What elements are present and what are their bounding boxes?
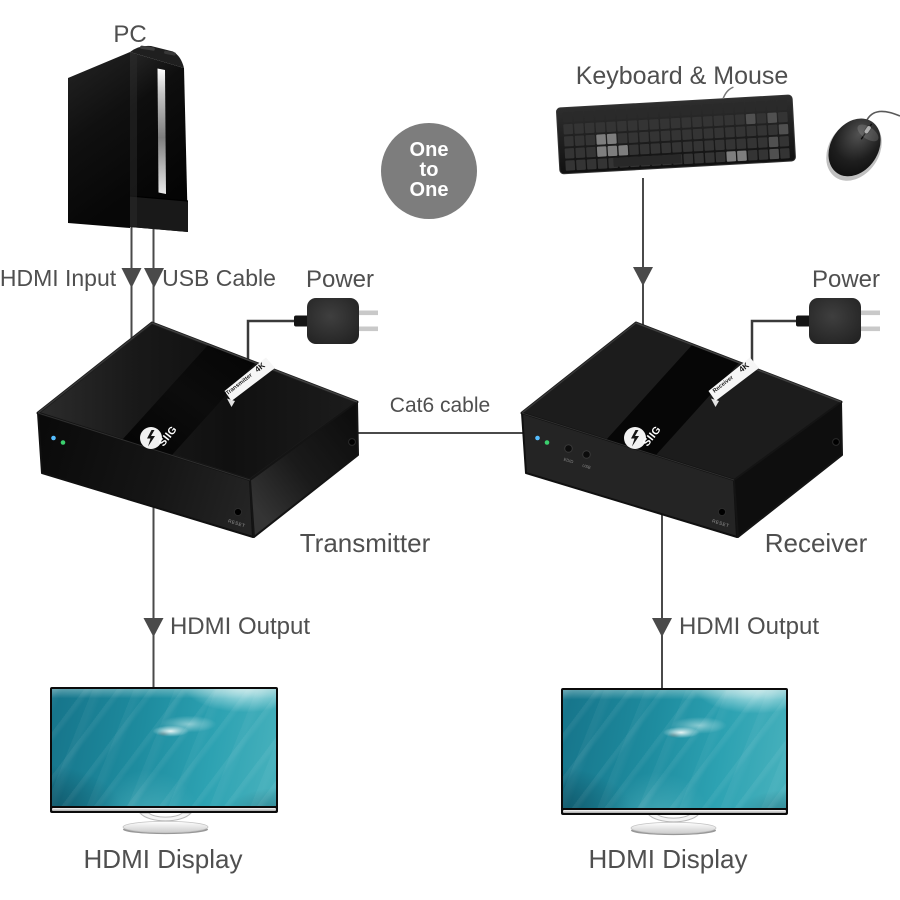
keyboard-cable (722, 86, 734, 100)
led-green (60, 440, 66, 445)
power-label-right: Power (812, 266, 880, 293)
power-adapter-right (796, 298, 880, 344)
connector-lines (130, 178, 798, 689)
pc-label: PC (113, 21, 146, 48)
arrow-down-icon (633, 267, 653, 286)
hdmi-display-label-left: HDMI Display (84, 844, 243, 874)
display-screen-underwater (563, 690, 786, 808)
badge-line-1: One (410, 139, 449, 161)
receiver-device: 4K Receiver SIIG EDID USB RESET (520, 321, 843, 538)
arrow-down-icon (144, 268, 164, 288)
usb-label: USB (582, 463, 592, 470)
usb-button (582, 450, 591, 459)
display-bottom-bezel (52, 808, 276, 811)
pc-tower (68, 45, 189, 232)
badge-line-2: to (420, 159, 439, 181)
transmitter-label: Transmitter (300, 528, 431, 558)
power-cable-left (246, 319, 295, 372)
mouse-cable (865, 110, 900, 123)
arrowheads (121, 267, 672, 637)
reset-button (717, 507, 727, 517)
keyboard-mouse-label: Keyboard & Mouse (576, 62, 789, 90)
ribbon-receiver: 4K Receiver (708, 357, 759, 407)
hdmi-output-label-right: HDMI Output (679, 613, 819, 640)
led-blue (535, 435, 540, 441)
hdmi-display-left (50, 687, 278, 813)
edid-label: EDID (563, 457, 574, 465)
monitor-stand-right (630, 813, 717, 836)
cat6-label: Cat6 cable (390, 394, 490, 417)
port-hole (832, 438, 840, 446)
one-to-one-badge: One to One (381, 123, 477, 219)
arrow-down-icon (143, 618, 164, 637)
hdmi-output-label-left: HDMI Output (170, 613, 310, 640)
gloss-band (122, 345, 255, 455)
pc-drive-bezel (157, 68, 166, 194)
arrow-down-icon (652, 618, 672, 637)
power-adapter-left (294, 298, 378, 344)
gloss-band (606, 345, 739, 455)
keyboard (556, 86, 796, 175)
led-blue (51, 435, 56, 441)
receiver-label: Receiver (765, 528, 868, 558)
reset-label: RESET (227, 518, 246, 528)
hdmi-display-label-right: HDMI Display (589, 844, 748, 874)
mouse-scroll-wheel (863, 125, 872, 135)
cat6-port (348, 438, 356, 446)
led-green (544, 440, 550, 445)
hdmi-input-label: HDMI Input (0, 265, 117, 291)
arrow-down-icon (121, 268, 142, 288)
reset-button (233, 507, 243, 517)
usb-cable-label: USB Cable (162, 265, 276, 291)
reset-label: RESET (711, 518, 730, 528)
display-bottom-bezel (563, 810, 786, 813)
mouse (826, 110, 900, 181)
badge-line-3: One (410, 179, 449, 201)
transmitter-device: 4K Transmitter SIIG RESET (36, 321, 359, 538)
display-screen-underwater (52, 689, 276, 806)
power-label-left: Power (306, 266, 374, 293)
hdmi-display-right (561, 688, 788, 815)
monitor-stand-left (122, 812, 209, 835)
edid-button (564, 444, 573, 453)
